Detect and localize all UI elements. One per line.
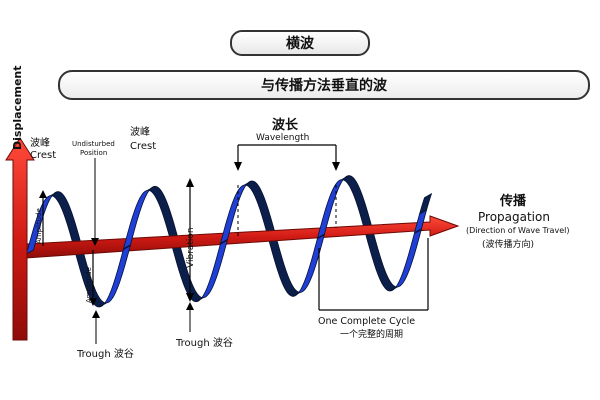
crest-label-1-en: Crest bbox=[30, 150, 56, 161]
crest-label-2: 波峰 Crest bbox=[130, 125, 156, 152]
displacement-label: Displacement bbox=[11, 65, 24, 150]
wave-segment-front bbox=[99, 244, 131, 308]
crest-label-2-cn: 波峰 bbox=[130, 125, 150, 138]
trough-label-2: Trough 波谷 bbox=[175, 302, 233, 349]
wavelength-label-cn: 波长 bbox=[272, 117, 299, 133]
trough-label-2-text: Trough 波谷 bbox=[175, 336, 233, 349]
wave-segment-back bbox=[74, 246, 108, 308]
crest-label-2-en: Crest bbox=[130, 141, 156, 152]
wavelength-label-en: Wavelength bbox=[256, 133, 309, 143]
subtitle-text: 与传播方法垂直的波 bbox=[261, 78, 387, 94]
undisturbed-label-line-2: Position bbox=[80, 149, 107, 157]
wave-segment-back bbox=[418, 192, 433, 216]
title-text: 横波 bbox=[286, 36, 314, 52]
propagation-desc-en: (Direction of Wave Travel) bbox=[466, 226, 569, 235]
vibration-label: Vibration bbox=[186, 227, 196, 268]
subtitle-box: 与传播方法垂直的波 bbox=[58, 70, 590, 100]
crest-label-1-cn: 波峰 bbox=[30, 136, 50, 149]
wave-segment-front bbox=[122, 186, 155, 250]
propagation-label-cn: 传播 bbox=[499, 193, 527, 209]
undisturbed-label-line-1: Undisturbed bbox=[72, 140, 115, 148]
cycle-label-cn: 一个完整的周期 bbox=[340, 328, 403, 340]
wave-ribbon-front bbox=[25, 175, 428, 308]
wave-segment-front bbox=[219, 180, 252, 245]
propagation-desc-cn: (波传播方向) bbox=[482, 238, 534, 250]
wave-segment-front bbox=[196, 239, 228, 303]
wave-segment-back bbox=[268, 236, 302, 297]
propagation-axis-arrow bbox=[25, 215, 460, 259]
wavelength-bracket: 波长 Wavelength bbox=[234, 117, 340, 236]
displacement-axis-arrow bbox=[5, 137, 35, 341]
cycle-label-en: One Complete Cycle bbox=[318, 316, 415, 327]
vibration-marker: Vibration bbox=[186, 178, 196, 302]
wave-segment-back bbox=[171, 241, 205, 303]
amplitude-label-1: Amplitude bbox=[35, 208, 43, 244]
trough-label-1: Trough 波谷 bbox=[76, 310, 134, 360]
wave-segment-front bbox=[316, 175, 349, 239]
title-box: 横波 bbox=[230, 30, 370, 56]
propagation-label-en: Propagation bbox=[478, 210, 550, 224]
wave-ribbon-back bbox=[49, 175, 433, 308]
undisturbed-position-label: Undisturbed Position bbox=[72, 140, 115, 246]
amplitude-marker-1: Amplitude bbox=[35, 190, 47, 246]
amplitude-label-2: Amplitude bbox=[85, 267, 93, 303]
propagation-label: 传播 Propagation (Direction of Wave Travel… bbox=[466, 193, 569, 250]
wave-segment-front bbox=[25, 191, 58, 255]
crest-label-1: 波峰 Crest bbox=[30, 136, 56, 161]
trough-label-1-text: Trough 波谷 bbox=[76, 347, 134, 360]
amplitude-marker-2: Amplitude bbox=[85, 250, 97, 306]
wave-segment-back bbox=[365, 230, 399, 292]
wave-segment-front bbox=[293, 234, 325, 297]
wave-segment-front bbox=[413, 209, 428, 234]
complete-cycle-bracket: One Complete Cycle 一个完整的周期 bbox=[318, 238, 429, 340]
wave-segment-front bbox=[390, 228, 422, 292]
